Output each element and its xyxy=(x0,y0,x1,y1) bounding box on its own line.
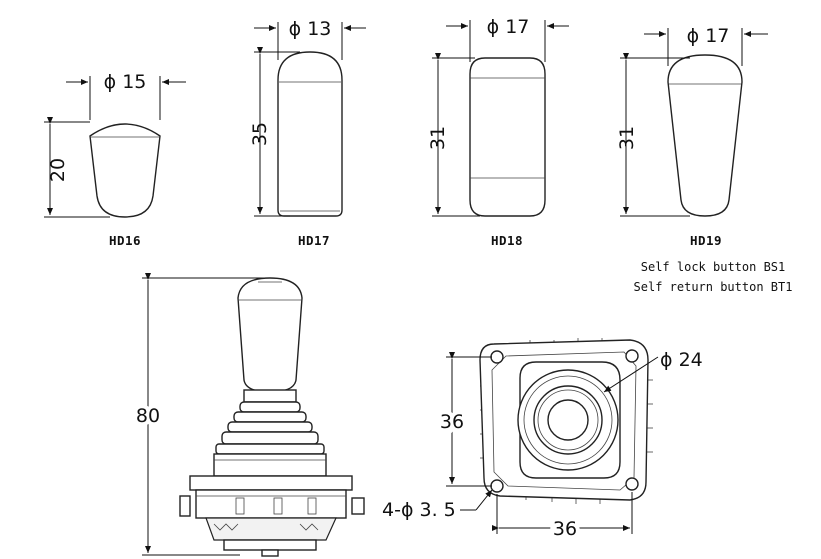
base-diameter-label: ϕ 24 xyxy=(660,349,703,371)
hd19-height-label: 31 xyxy=(616,126,638,150)
hd18-height-label: 31 xyxy=(427,126,449,150)
knob-hd18: 31 ϕ 17 HD18 xyxy=(427,16,569,248)
hd17-height-label: 35 xyxy=(249,122,271,146)
knob-hd19: 31 ϕ 17 HD19 xyxy=(616,25,768,248)
knob-hd16: 20 ϕ 15 HD16 xyxy=(44,71,186,248)
note-self-lock: Self lock button BS1 xyxy=(641,260,786,274)
note-self-return: Self return button BT1 xyxy=(634,280,793,294)
knob-hd17: 35 ϕ 13 HD17 xyxy=(249,18,366,248)
hd19-model-label: HD19 xyxy=(690,233,722,248)
joystick-height-label: 80 xyxy=(136,405,160,427)
hd19-diameter-label: ϕ 17 xyxy=(687,25,730,47)
base-top-view: ϕ 24 36 36 4-ϕ 3. 5 xyxy=(382,338,703,544)
hd18-model-label: HD18 xyxy=(491,233,523,248)
base-width-label: 36 xyxy=(553,518,577,540)
hd16-model-label: HD16 xyxy=(109,233,141,248)
base-height-label: 36 xyxy=(440,411,464,433)
hd18-diameter-label: ϕ 17 xyxy=(487,16,530,38)
joystick-side-view: 80 xyxy=(132,273,365,557)
hd17-diameter-label: ϕ 13 xyxy=(289,18,332,40)
hd16-diameter-label: ϕ 15 xyxy=(104,71,147,93)
base-hole-label: 4-ϕ 3. 5 xyxy=(382,499,456,521)
hd16-height-label: 20 xyxy=(47,158,69,182)
hd17-model-label: HD17 xyxy=(298,233,330,248)
